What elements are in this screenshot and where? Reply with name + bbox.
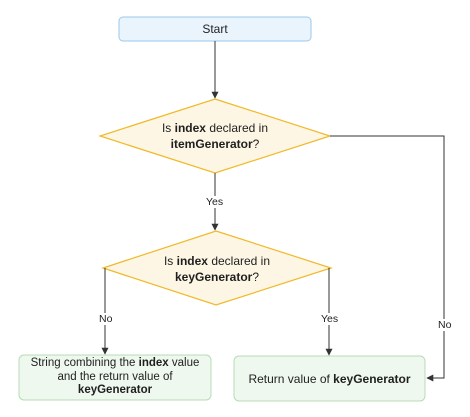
result-combined-bold-generator: keyGenerator [77, 384, 153, 396]
result-key-node [233, 355, 426, 402]
result-combined-bold-index: index [138, 357, 169, 369]
result-key-label: Return value of keyGenerator [234, 371, 425, 387]
decision-item-pre: Is [161, 121, 175, 135]
decision-item-mid: declared in [205, 121, 269, 135]
result-combined-pre: String combining the [30, 357, 139, 369]
edge-label-key-yes: Yes [320, 313, 340, 325]
decision-key-mid: declared in [207, 254, 271, 268]
edge-decision-no [330, 135, 445, 382]
decision-key-bold-generator: keyGenerator [174, 270, 253, 284]
edge-label-key-no: No [98, 313, 114, 325]
decision-item-label: Is index declared in itemGenerator? [130, 120, 300, 152]
decision-item-post: ? [252, 137, 260, 151]
decision-item-bold-index: index [174, 121, 206, 135]
result-key-bold-generator: keyGenerator [333, 372, 411, 386]
decision-key-bold-index: index [176, 254, 208, 268]
decision-item-bold-generator: itemGenerator [170, 137, 253, 151]
edge-label-item-yes: Yes [205, 196, 225, 208]
decision-key-generator [101, 230, 333, 306]
result-combined-label: String combining the index value and the… [22, 357, 208, 398]
result-combined-mid: value and the return value of [57, 357, 200, 383]
result-key-pre: Return value of [248, 372, 334, 386]
start-label: Start [202, 22, 228, 36]
decision-key-pre: Is [163, 254, 177, 268]
edge-label-item-no: No [437, 319, 453, 331]
decision-key-label: Is index declared in keyGenerator? [132, 253, 302, 285]
result-combined-node [18, 354, 212, 401]
decision-key-post: ? [252, 270, 260, 284]
